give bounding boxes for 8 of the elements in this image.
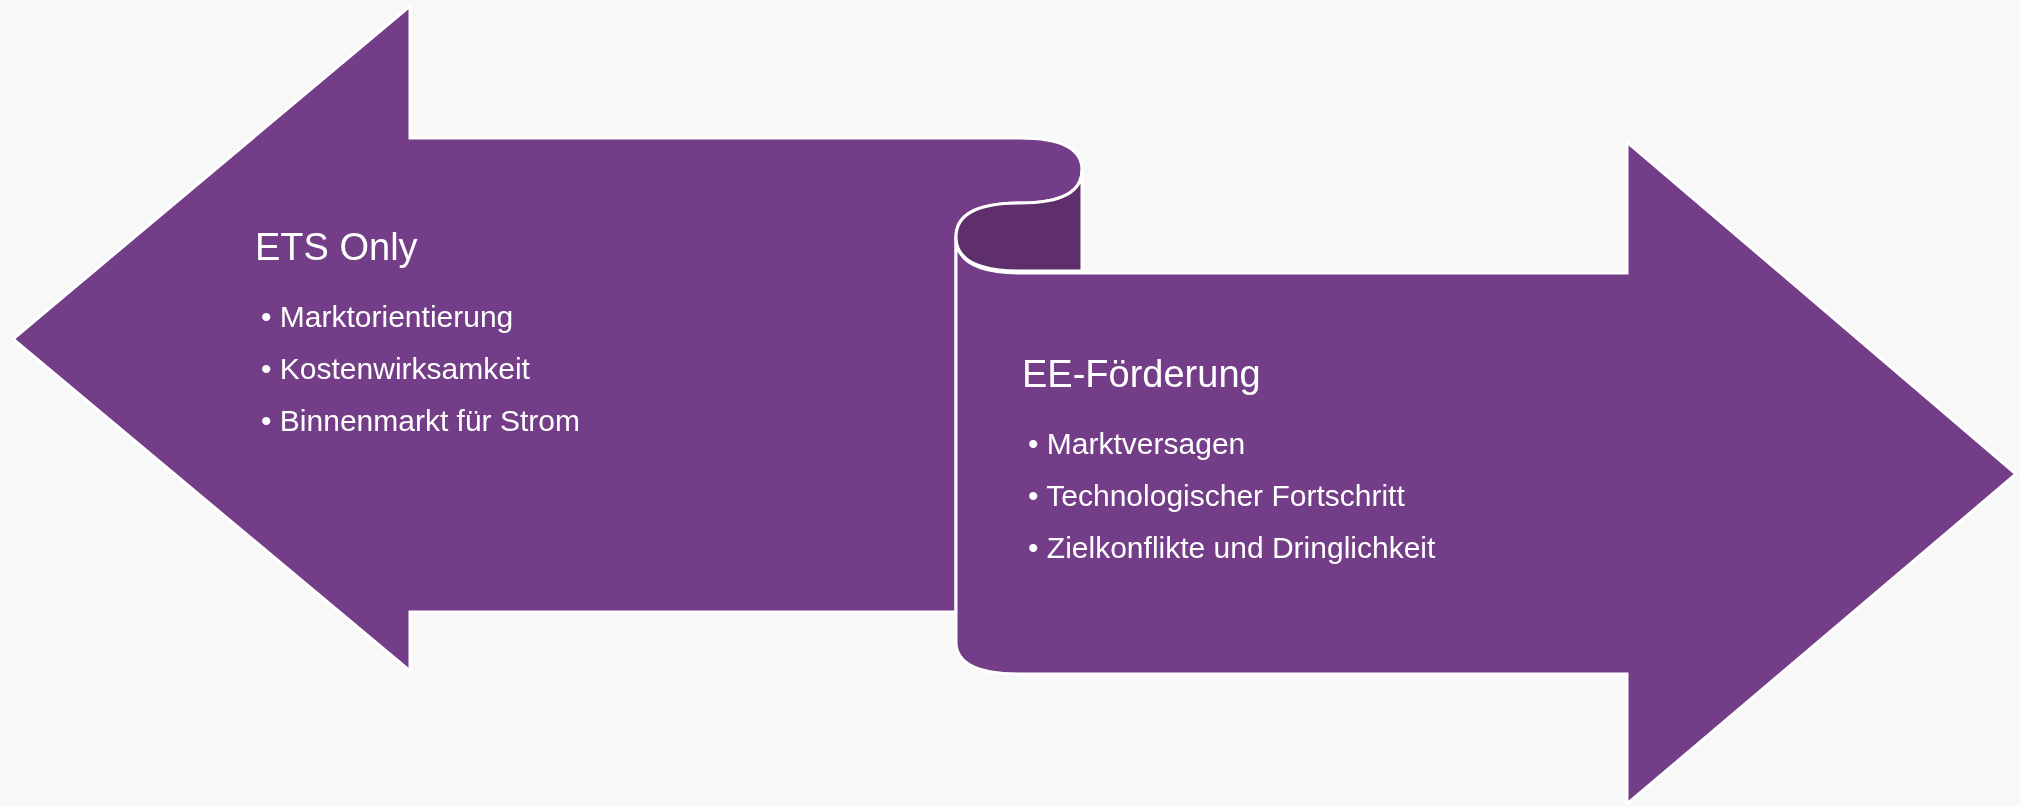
heading: EE-Förderung — [1022, 353, 1261, 396]
heading: ETS Only — [255, 226, 418, 269]
bullet-item: • Marktorientierung — [261, 299, 514, 335]
bullet-item: • Technologischer Fortschritt — [1028, 478, 1405, 514]
bullet-item: • Zielkonflikte und Dringlichkeit — [1028, 530, 1436, 566]
bullet-item: • Binnenmarkt für Strom — [261, 403, 580, 439]
bullet-item: • Kostenwirksamkeit — [261, 351, 530, 387]
bullet-item: • Marktversagen — [1028, 426, 1246, 462]
